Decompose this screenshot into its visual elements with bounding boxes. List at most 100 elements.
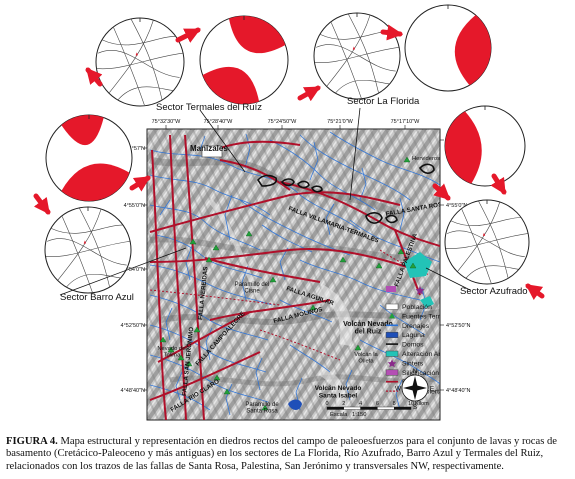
lat-tick-label-right: 4°55'0"N bbox=[446, 203, 467, 209]
lon-tick-label: 75°17'10"W bbox=[391, 119, 421, 125]
compression-dihedron bbox=[61, 115, 104, 146]
scale-tick: 2 bbox=[342, 401, 345, 407]
lat-tick-label-right: 4°48'40"N bbox=[446, 388, 470, 394]
legend-item: Domos bbox=[386, 342, 424, 349]
figure-caption: FIGURA 4. Mapa estructural y representac… bbox=[6, 436, 569, 473]
scale-tick: 4 bbox=[359, 401, 362, 407]
legend-label: Fuentes Termales bbox=[402, 313, 456, 320]
legend-label: Laguna bbox=[402, 332, 425, 339]
lon-tick-label: 75°24'50"W bbox=[268, 119, 298, 125]
arrow-termales-1 bbox=[85, 67, 103, 87]
fault-traces bbox=[149, 134, 440, 420]
compression-dihedron bbox=[445, 111, 482, 184]
label-hervideros: Hervideros bbox=[412, 156, 440, 162]
caption-text: Mapa estructural y representación en die… bbox=[6, 436, 557, 472]
compression-dihedron bbox=[202, 66, 260, 105]
stereonet-florida-dihedra bbox=[404, 4, 492, 92]
legend-label: Silicificación bbox=[402, 370, 439, 377]
stereonet-termales-traces bbox=[95, 17, 185, 107]
alteration-zones bbox=[386, 252, 434, 308]
fault-villamaria-termales bbox=[149, 191, 401, 233]
legend-label: Drenajes bbox=[402, 323, 430, 330]
arrow-florida-2 bbox=[380, 24, 404, 41]
coordinate-ticks: 75°32'30"W 75°28'40"W 75°24'50"W 75°21'0"W 7… bbox=[121, 119, 471, 394]
compass-e: E bbox=[430, 386, 435, 393]
pointer-arrows bbox=[33, 24, 545, 300]
arrow-termales-2 bbox=[175, 27, 201, 43]
lat-tick-label: 4°55'0"N bbox=[124, 203, 145, 209]
legend-item: Laguna bbox=[385, 331, 425, 339]
arrow-azufrado-3 bbox=[525, 283, 545, 300]
fault-molinos bbox=[209, 299, 331, 321]
lake bbox=[288, 399, 302, 410]
label-manizales: Manizales bbox=[190, 144, 228, 153]
thermal-springs bbox=[159, 156, 417, 411]
legend-item: Población bbox=[385, 303, 432, 311]
fault-transverse-3 bbox=[214, 140, 301, 151]
fault-aguila bbox=[204, 257, 321, 283]
stereonets bbox=[44, 4, 530, 294]
fault-nereidas bbox=[169, 134, 187, 420]
legend-item: Drenajes bbox=[386, 323, 430, 330]
legend-item: Sinters bbox=[387, 359, 424, 367]
stereonet-termales-dihedra bbox=[199, 15, 289, 105]
town-manizales bbox=[201, 145, 223, 158]
compression-dihedron bbox=[61, 163, 130, 201]
stereonet-azufrado-dihedra bbox=[444, 105, 526, 187]
scale-label: Escala bbox=[330, 412, 348, 418]
label-sector-barro: Sector Barro Azul bbox=[60, 292, 134, 303]
arrow-florida-1 bbox=[297, 85, 321, 102]
scale-tick: 6 bbox=[376, 401, 379, 407]
leader-lines bbox=[59, 107, 471, 296]
sinter-star bbox=[415, 286, 425, 295]
label-sector-florida: Sector La Florida bbox=[347, 96, 420, 107]
compass-n: N bbox=[413, 368, 418, 375]
legend-label: Alteración Argilica bbox=[402, 351, 456, 358]
arrow-barro-2 bbox=[129, 175, 151, 192]
caption-label: FIGURA 4. bbox=[6, 436, 58, 447]
legend-item: Fuentes Termales bbox=[389, 312, 456, 320]
lon-tick-label: 75°21'0"W bbox=[327, 119, 353, 125]
legend-label: Domos bbox=[402, 342, 424, 349]
legend-item: Alteración Argilica bbox=[385, 350, 456, 358]
north-arrow: N S E W bbox=[395, 368, 435, 411]
stereonet-barro-dihedra bbox=[45, 114, 133, 202]
fault-rio-claro bbox=[149, 351, 261, 401]
stereonet-barro-traces bbox=[44, 206, 132, 294]
scale-tick: 10 bbox=[408, 401, 414, 407]
lat-tick-label: 4°52'50"N bbox=[121, 323, 145, 329]
domes bbox=[257, 163, 435, 224]
legend-item: Silicificación bbox=[385, 369, 439, 377]
lon-tick-label: 75°32'30"W bbox=[152, 119, 182, 125]
sector-labels: Sector Termales del Ruíz Sector La Flori… bbox=[60, 96, 528, 303]
stereonet-azufrado-traces bbox=[444, 199, 530, 285]
scale-unit: Kilom bbox=[415, 401, 429, 407]
compression-dihedron bbox=[228, 16, 286, 54]
fault-transverse-1 bbox=[149, 248, 411, 269]
scale-tick: 8 bbox=[393, 401, 396, 407]
arrow-azufrado-1 bbox=[490, 173, 507, 195]
lat-tick-label: 4°54'0"N bbox=[124, 267, 145, 273]
legend-label: Sinters bbox=[402, 360, 424, 367]
scale-tick: 0 bbox=[325, 401, 328, 407]
lat-tick-label: 4°48'40"N bbox=[121, 388, 145, 394]
stereonet-florida-traces bbox=[313, 12, 401, 100]
lon-tick-label: 75°28'40"W bbox=[204, 119, 234, 125]
legend-label: Población bbox=[402, 304, 432, 311]
compass-w: W bbox=[395, 386, 402, 393]
structural-map: Manizales FALLA VILLAMARIA-TERMALES FALL… bbox=[121, 119, 471, 421]
arrow-barro-1 bbox=[33, 193, 51, 215]
lat-tick-label: 4°57'N bbox=[129, 146, 145, 152]
label-sector-termales: Sector Termales del Ruíz bbox=[156, 102, 262, 113]
fault-campoalegre bbox=[157, 311, 251, 363]
label-sector-azufrado: Sector Azufrado bbox=[460, 286, 528, 297]
compression-dihedron bbox=[454, 15, 491, 86]
